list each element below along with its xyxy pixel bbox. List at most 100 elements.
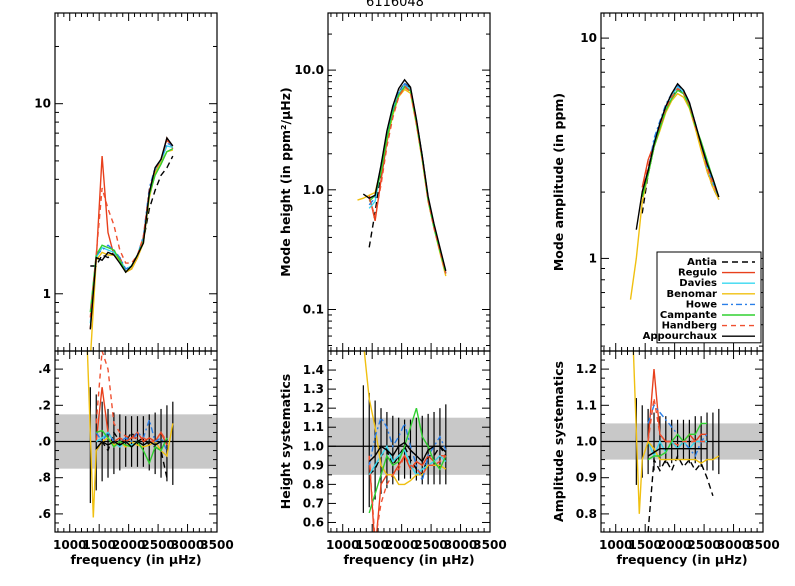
- x-tick-label: 1000: [326, 538, 359, 552]
- x-tick-label: 1500: [628, 538, 661, 552]
- series-line-benomar: [357, 88, 447, 277]
- x-tick-label: 2500: [141, 538, 174, 552]
- panel-frame: [327, 350, 491, 533]
- panel-content: [629, 82, 720, 300]
- panel-frame: [54, 12, 218, 352]
- y-tick-label: 1.0: [303, 183, 324, 197]
- panel-height_sys: 0.6 0.7 0.8 0.9 1.0 1.1 1.2 1.3 1.4 1000150020002…: [278, 350, 507, 567]
- legend-label: Regulo: [678, 268, 717, 279]
- panel-content: [89, 136, 174, 351]
- y-tick-label: 0.6: [303, 515, 324, 529]
- panel-amp_sys: 0.8 0.9 1.0 1.1 1.2 100015002000250030003500f…: [551, 350, 780, 567]
- y-axis-label: Amplitude systematics: [551, 361, 566, 522]
- panel-width_sys: .6 .8 .0 .2 .4 100015002000250030003500freque…: [38, 350, 234, 567]
- x-tick-label: 3000: [717, 538, 750, 552]
- y-axis-label: Mode amplitude (in ppm): [551, 93, 566, 271]
- series-line-appourchaux: [647, 448, 707, 457]
- figure-title: 6116048: [366, 0, 424, 10]
- legend-label: Benomar: [667, 289, 718, 300]
- series-line-campante: [647, 422, 707, 461]
- x-axis-label: frequency (in μHz): [616, 552, 747, 567]
- series-line-handberg: [641, 87, 720, 198]
- y-tick-label: 1.3: [303, 382, 324, 396]
- series-line-handberg: [368, 454, 447, 532]
- series-line-appourchaux: [635, 82, 720, 230]
- series-line-benomar: [632, 351, 720, 514]
- y-tick-label: .6: [38, 507, 51, 521]
- x-tick-label: 3500: [200, 538, 233, 552]
- x-tick-label: 2500: [414, 538, 447, 552]
- series-line-appourchaux: [362, 78, 447, 272]
- series-line-antia: [647, 454, 714, 532]
- series-line-handberg: [368, 86, 447, 274]
- legend-label: Campante: [660, 310, 717, 321]
- y-tick-label: 0.8: [576, 507, 597, 521]
- series-line-campante: [89, 148, 174, 313]
- series-line-antia: [90, 155, 174, 274]
- y-tick-label: 0.8: [303, 477, 324, 491]
- panel-frame: [327, 12, 491, 352]
- series-line-appourchaux: [95, 440, 167, 450]
- legend-label: Antia: [687, 257, 717, 268]
- x-tick-label: 2500: [687, 538, 720, 552]
- x-tick-label: 3500: [746, 538, 779, 552]
- x-tick-label: 1000: [53, 538, 86, 552]
- y-tick-label: 0.9: [576, 471, 597, 485]
- x-axis-label: frequency (in μHz): [70, 552, 201, 567]
- y-tick-label: 1: [589, 251, 597, 265]
- series-line-campante: [368, 407, 447, 514]
- y-tick-label: 1.2: [576, 362, 597, 376]
- series-line-benomar: [90, 149, 173, 351]
- x-tick-label: 2000: [658, 538, 691, 552]
- y-tick-label: 0.1: [303, 302, 324, 316]
- x-tick-label: 1000: [599, 538, 632, 552]
- panel-content: [601, 351, 763, 532]
- x-tick-label: 1500: [82, 538, 115, 552]
- y-tick-label: .8: [38, 471, 51, 485]
- y-tick-label: 1.0: [576, 435, 597, 449]
- legend-label: Appourchaux: [643, 331, 718, 342]
- x-tick-label: 3500: [473, 538, 506, 552]
- y-tick-label: 1.1: [576, 398, 597, 412]
- x-tick-label: 1500: [355, 538, 388, 552]
- x-axis-label: frequency (in μHz): [343, 552, 474, 567]
- y-tick-label: 1.1: [303, 420, 324, 434]
- series-line-howe: [95, 417, 168, 451]
- x-tick-label: 2000: [385, 538, 418, 552]
- series-line-handberg: [95, 351, 168, 443]
- x-tick-label: 3000: [444, 538, 477, 552]
- y-tick-label: 1: [43, 287, 51, 301]
- legend-label: Davies: [679, 278, 717, 289]
- series-line-handberg: [647, 397, 707, 446]
- panel-content: [55, 351, 217, 518]
- legend-box: [656, 251, 762, 344]
- y-tick-label: .0: [38, 435, 51, 449]
- y-tick-label: .2: [38, 398, 51, 412]
- y-tick-label: 1.4: [303, 363, 324, 377]
- y-tick-label: 10: [580, 31, 597, 45]
- series-line-davies: [368, 444, 447, 476]
- series-line-handberg: [89, 139, 174, 318]
- legend-label: Handberg: [662, 321, 717, 332]
- legend: AntiaReguloDaviesBenomarHoweCampanteHand…: [643, 251, 762, 344]
- series-line-appourchaux: [368, 441, 447, 463]
- panel-content: [357, 78, 447, 277]
- series-line-regulo: [368, 84, 447, 274]
- x-tick-label: 3000: [171, 538, 204, 552]
- y-tick-label: 1.2: [303, 401, 324, 415]
- y-tick-label: 1.0: [303, 439, 324, 453]
- series-line-campante: [641, 89, 720, 198]
- x-tick-label: 2000: [112, 538, 145, 552]
- y-tick-label: 0.9: [303, 458, 324, 472]
- series-line-appourchaux: [89, 136, 174, 330]
- panel-width_top: 110: [34, 12, 218, 352]
- y-tick-label: .4: [38, 362, 51, 376]
- y-axis-label: Height systematics: [278, 374, 293, 509]
- series-line-howe: [641, 84, 720, 198]
- y-tick-label: 0.7: [303, 496, 324, 510]
- y-tick-label: 10.0: [294, 63, 324, 77]
